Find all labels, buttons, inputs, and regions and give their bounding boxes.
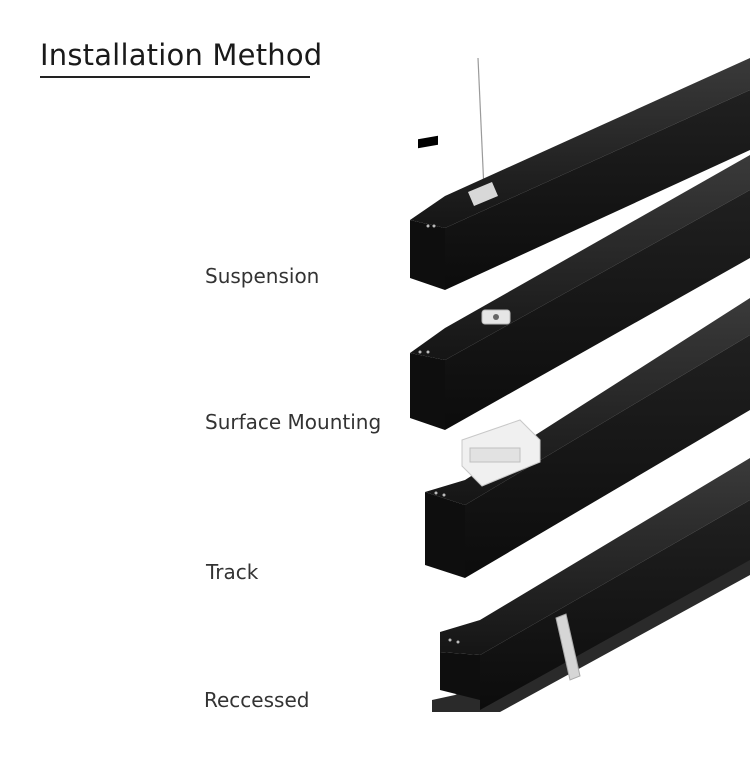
label-track: Track xyxy=(206,560,259,584)
surface-mount-fixture xyxy=(410,155,750,430)
recessed-fixture xyxy=(432,458,750,712)
label-suspension: Suspension xyxy=(205,264,320,288)
track-fixture xyxy=(425,298,750,578)
suspension-fixture xyxy=(410,57,750,290)
title-underline xyxy=(40,76,310,78)
spring-clip-icon xyxy=(555,613,581,681)
suspension-clip-icon xyxy=(468,182,498,206)
label-recessed: Reccessed xyxy=(204,688,310,712)
suspension-cable xyxy=(477,57,485,191)
label-surface-mounting: Surface Mounting xyxy=(205,410,382,434)
track-adapter-icon xyxy=(461,419,541,487)
page-title: Installation Method xyxy=(40,38,323,72)
